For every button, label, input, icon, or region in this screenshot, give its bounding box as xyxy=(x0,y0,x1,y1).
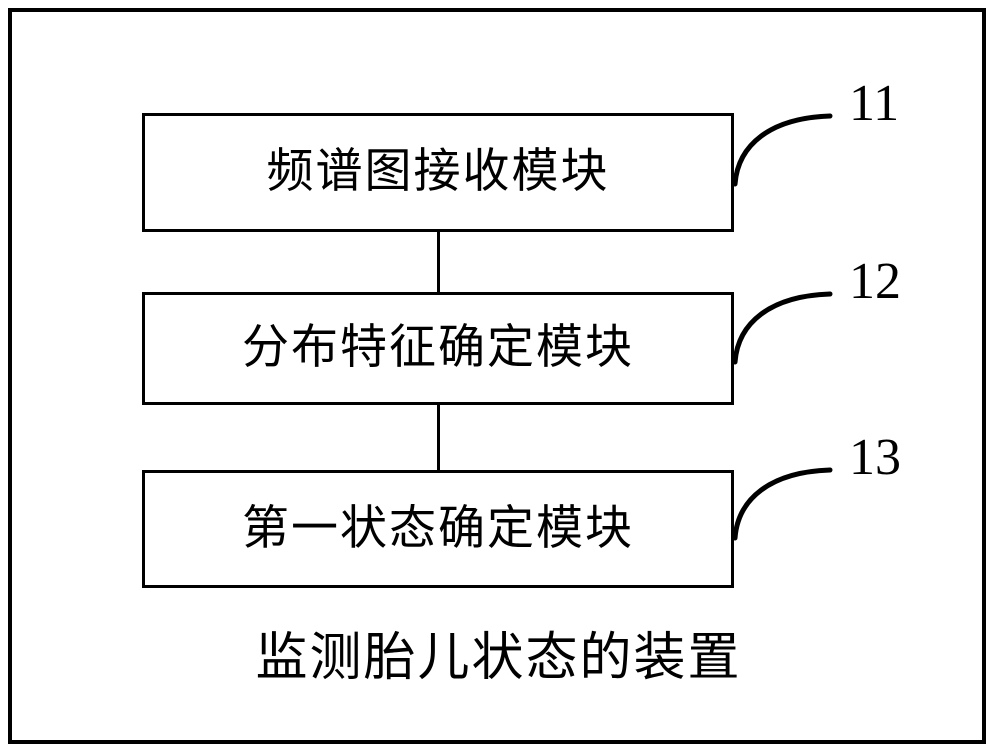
connector-line-12-13 xyxy=(437,404,440,471)
module-box-label: 分布特征确定模块 xyxy=(242,322,634,374)
module-box-first-state-determination[interactable]: 第一状态确定模块 xyxy=(142,470,734,588)
reference-numeral-11: 11 xyxy=(849,75,900,132)
reference-numeral-12: 12 xyxy=(849,253,901,310)
module-box-distribution-feature[interactable]: 分布特征确定模块 xyxy=(142,292,734,405)
reference-numeral-13: 13 xyxy=(849,429,901,486)
figure-outer-frame xyxy=(8,8,986,744)
module-box-label: 第一状态确定模块 xyxy=(242,502,634,555)
connector-line-11-12 xyxy=(437,231,440,293)
module-box-spectrogram-receiving[interactable]: 频谱图接收模块 xyxy=(142,113,734,232)
figure-caption: 监测胎儿状态的装置 xyxy=(255,630,742,687)
module-box-label: 频谱图接收模块 xyxy=(266,146,610,198)
